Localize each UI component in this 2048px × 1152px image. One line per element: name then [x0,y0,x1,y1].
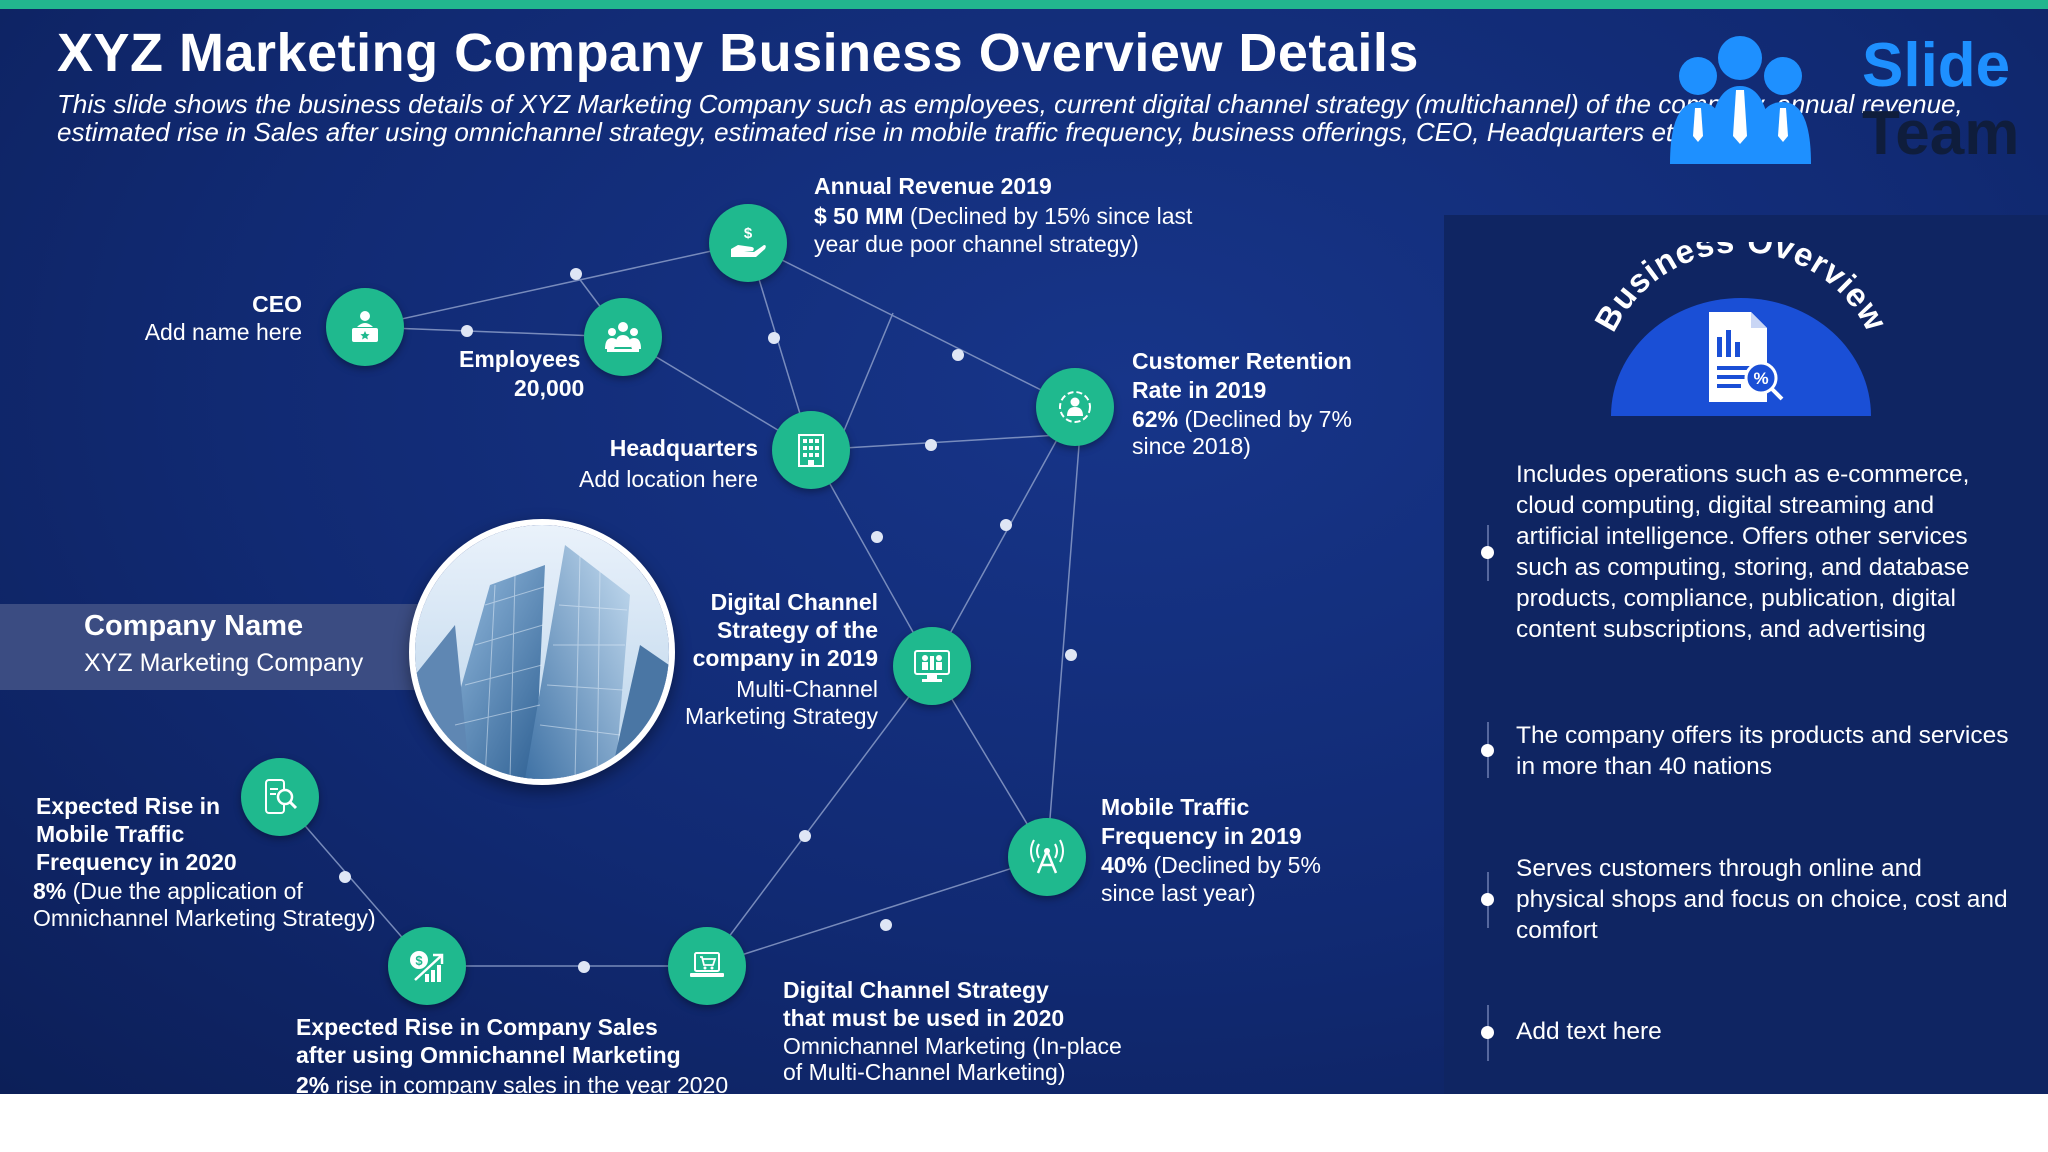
annual-revenue-note2: year due poor channel strategy) [814,231,1139,257]
monitor-people-icon [914,650,950,682]
team-icon [605,322,641,352]
mobile-rise-title3: Frequency in 2020 [36,849,237,875]
annual-revenue-value: $ 50 MM [814,203,904,229]
mobile-traffic-note2: since last year) [1101,880,1256,906]
mobile-traffic-note1: (Declined by 5% [1153,852,1321,878]
digital-channel-2020-node [668,927,746,1005]
digital-2019-title1: Digital Channel [710,589,878,615]
digital-2020-line2: of Multi-Channel Marketing) [783,1059,1066,1085]
mobile-rise-line1: 8% (Due the application of [33,877,303,905]
report-percent-icon: % [1709,312,1784,402]
hand-dollar-icon: $ [731,225,766,257]
slide-title: XYZ Marketing Company Business Overview … [57,23,1419,83]
annual-revenue-title: Annual Revenue 2019 [814,173,1052,199]
customer-retention-title2: Rate in 2019 [1132,377,1267,403]
overview-bullet-3: Serves customers through online and phys… [1516,855,2008,944]
bullet-marker [1481,546,1494,559]
digital-2020-line1: Omnichannel Marketing (In-place [783,1033,1122,1059]
sales-rise-title1: Expected Rise in Company Sales [296,1014,658,1040]
ceo-text: Add name here [144,319,302,345]
mobile-rise-node [241,758,319,836]
company-name-label: Company Name [84,610,304,642]
headquarters-node [772,411,850,489]
mobile-rise-title2: Mobile Traffic [36,821,185,847]
logo-word-slide: Slide [1862,31,2011,100]
mobile-rise-note1: (Due the application of [72,878,303,904]
money-growth-icon: $ [410,951,444,982]
mobile-search-icon [265,779,298,814]
id-card-icon [352,311,378,342]
customer-retention-value: 62% [1132,406,1179,432]
svg-text:$: $ [744,225,753,242]
company-name-band [0,604,420,690]
digital-2019-title3: company in 2019 [692,645,878,671]
mobile-rise-value: 8% [33,878,67,904]
employees-value: 20,000 [514,375,585,401]
top-accent-bar [0,0,2048,9]
digital-2019-line1: Multi-Channel [736,676,878,702]
slide: XYZ Marketing Company Business Overview … [0,0,2048,1094]
customer-cycle-icon [1059,391,1091,423]
bullet-marker [1481,1026,1494,1039]
annual-revenue-line1: $ 50 MM (Declined by 15% since last [814,202,1192,230]
bullet-marker [1481,744,1494,757]
logo-word-team: Team [1862,99,2020,168]
customer-retention-node [1036,368,1114,446]
employees-node [584,298,662,376]
digital-2020-title1: Digital Channel Strategy [783,977,1049,1003]
sales-rise-node: $ [388,927,466,1005]
sales-rise-value: 2% [296,1072,330,1094]
mobile-traffic-value: 40% [1101,852,1148,878]
business-overview-badge: Business Overview % [1587,242,1894,416]
building-icon [798,434,824,467]
mobile-traffic-title1: Mobile Traffic [1101,794,1250,820]
overview-bullet-2: The company offers its products and serv… [1516,722,2009,780]
headquarters-text: Add location here [578,466,758,492]
laptop-cart-icon [690,952,724,977]
sales-rise-note1: rise in company sales in the year 2020 [335,1072,729,1094]
svg-text:$: $ [415,953,423,968]
svg-text:%: % [1753,369,1768,388]
mobile-traffic-line1: 40% (Declined by 5% [1101,851,1321,879]
annual-revenue-note1: (Declined by 15% since last [909,203,1193,229]
annual-revenue-node: $ [709,204,787,282]
slide-subtitle: This slide shows the business details of… [57,89,1963,147]
headquarters-title: Headquarters [609,435,758,461]
digital-channel-2019-node [893,627,971,705]
overview-bullet-1: Includes operations such as e-commerce, … [1516,461,1970,643]
digital-2019-title2: Strategy of the [716,617,878,643]
mobile-traffic-node [1008,818,1086,896]
customer-retention-line1: 62% (Declined by 7% [1132,405,1352,433]
employees-title: Employees [459,346,581,372]
mobile-rise-note2: Omnichannel Marketing Strategy) [33,905,376,931]
slideteam-logo [1670,36,1811,164]
bullet-marker [1481,893,1494,906]
company-name-value: XYZ Marketing Company [84,649,364,677]
ceo-title: CEO [252,291,302,317]
skyscraper-photo [409,519,675,785]
customer-retention-note1: (Declined by 7% [1184,406,1352,432]
sales-rise-line1: 2% rise in company sales in the year 202… [296,1071,728,1094]
signal-tower-icon [1030,839,1064,874]
overview-bullet-4: Add text here [1516,1018,1662,1045]
digital-2019-line2: Marketing Strategy [684,703,878,729]
ceo-node [326,288,404,366]
mobile-rise-title1: Expected Rise in [36,793,221,819]
digital-2020-title2: that must be used in 2020 [783,1005,1065,1031]
mobile-traffic-title2: Frequency in 2019 [1101,823,1302,849]
customer-retention-title1: Customer Retention [1132,348,1352,374]
sales-rise-title2: after using Omnichannel Marketing [296,1042,681,1068]
customer-retention-note2: since 2018) [1132,433,1251,459]
